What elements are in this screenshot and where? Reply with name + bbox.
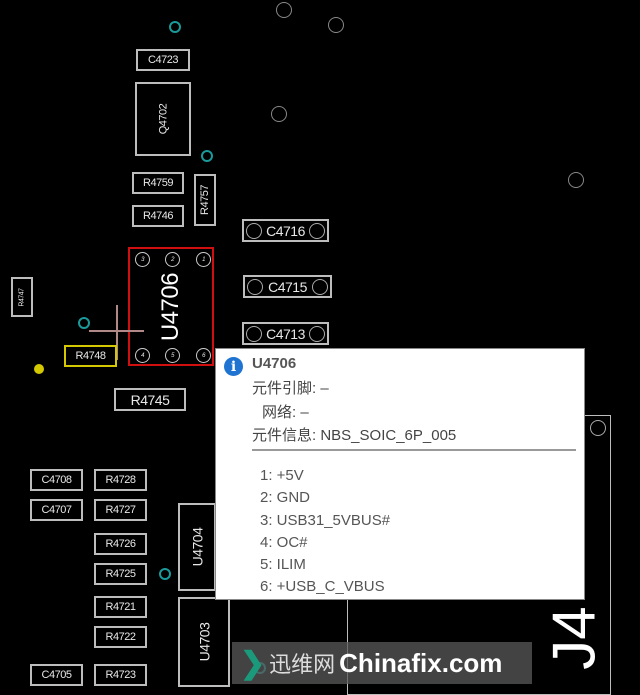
component-u4704[interactable]: U4704 xyxy=(178,503,216,591)
component-j4-label: J4 xyxy=(541,606,608,670)
component-r4722[interactable]: R4722 xyxy=(94,626,147,648)
pin[interactable]: 1 xyxy=(196,252,211,267)
divider xyxy=(252,449,576,451)
component-u4703[interactable]: U4703 xyxy=(178,597,230,687)
component-r4747[interactable]: R4747 xyxy=(11,277,33,317)
component-info-tooltip: i U4706 元件引脚: – 网络: – 元件信息: NBS_SOIC_6P_… xyxy=(215,348,585,600)
via xyxy=(78,317,90,329)
via xyxy=(276,2,292,18)
component-r4757[interactable]: R4757 xyxy=(194,174,216,226)
via xyxy=(271,106,287,122)
tooltip-net: 网络: – xyxy=(262,404,309,421)
pin[interactable]: 5 xyxy=(165,348,180,363)
component-u4706-selected[interactable]: U4706 3 2 1 4 5 6 xyxy=(128,247,214,366)
component-c4716[interactable]: C4716 xyxy=(242,219,329,242)
pin[interactable]: 6 xyxy=(196,348,211,363)
component-r4745[interactable]: R4745 xyxy=(114,388,186,411)
pin[interactable]: 3 xyxy=(135,252,150,267)
component-c4708[interactable]: C4708 xyxy=(30,469,83,491)
component-r4746[interactable]: R4746 xyxy=(132,205,184,227)
pin-row: 6: +USB_C_VBUS xyxy=(260,578,385,595)
pin-row: 3: USB31_5VBUS# xyxy=(260,512,391,529)
component-r4728[interactable]: R4728 xyxy=(94,469,147,491)
info-icon: i xyxy=(224,357,243,376)
component-c4713[interactable]: C4713 xyxy=(242,322,329,345)
component-r4759[interactable]: R4759 xyxy=(132,172,184,194)
via xyxy=(568,172,584,188)
component-r4727[interactable]: R4727 xyxy=(94,499,147,521)
component-c4715[interactable]: C4715 xyxy=(243,275,332,298)
watermark: ❯ 迅维网 Chinafix.com xyxy=(232,642,532,684)
tooltip-pin: 元件引脚: – xyxy=(252,380,329,397)
via xyxy=(159,568,171,580)
component-r4721[interactable]: R4721 xyxy=(94,596,147,618)
watermark-logo-icon: ❯ xyxy=(240,646,266,680)
via xyxy=(328,17,344,33)
component-q4702[interactable]: Q4702 xyxy=(135,82,191,156)
via xyxy=(34,364,44,374)
pin-row: 4: OC# xyxy=(260,534,308,551)
tooltip-title: U4706 xyxy=(252,355,297,372)
pin[interactable]: 4 xyxy=(135,348,150,363)
component-c4705[interactable]: C4705 xyxy=(30,664,83,686)
pin-row: 5: ILIM xyxy=(260,556,306,573)
component-r4723[interactable]: R4723 xyxy=(94,664,147,686)
tooltip-info: 元件信息: NBS_SOIC_6P_005 xyxy=(252,427,457,444)
component-r4725[interactable]: R4725 xyxy=(94,563,147,585)
component-r4748[interactable]: R4748 xyxy=(64,345,117,367)
pin-row: 2: GND xyxy=(260,489,311,506)
pin[interactable]: 2 xyxy=(165,252,180,267)
via xyxy=(169,21,181,33)
component-r4726[interactable]: R4726 xyxy=(94,533,147,555)
component-c4707[interactable]: C4707 xyxy=(30,499,83,521)
cursor-crosshair xyxy=(116,305,118,360)
pin-row: 1: +5V xyxy=(260,467,304,484)
component-c4723[interactable]: C4723 xyxy=(136,49,190,71)
via xyxy=(201,150,213,162)
